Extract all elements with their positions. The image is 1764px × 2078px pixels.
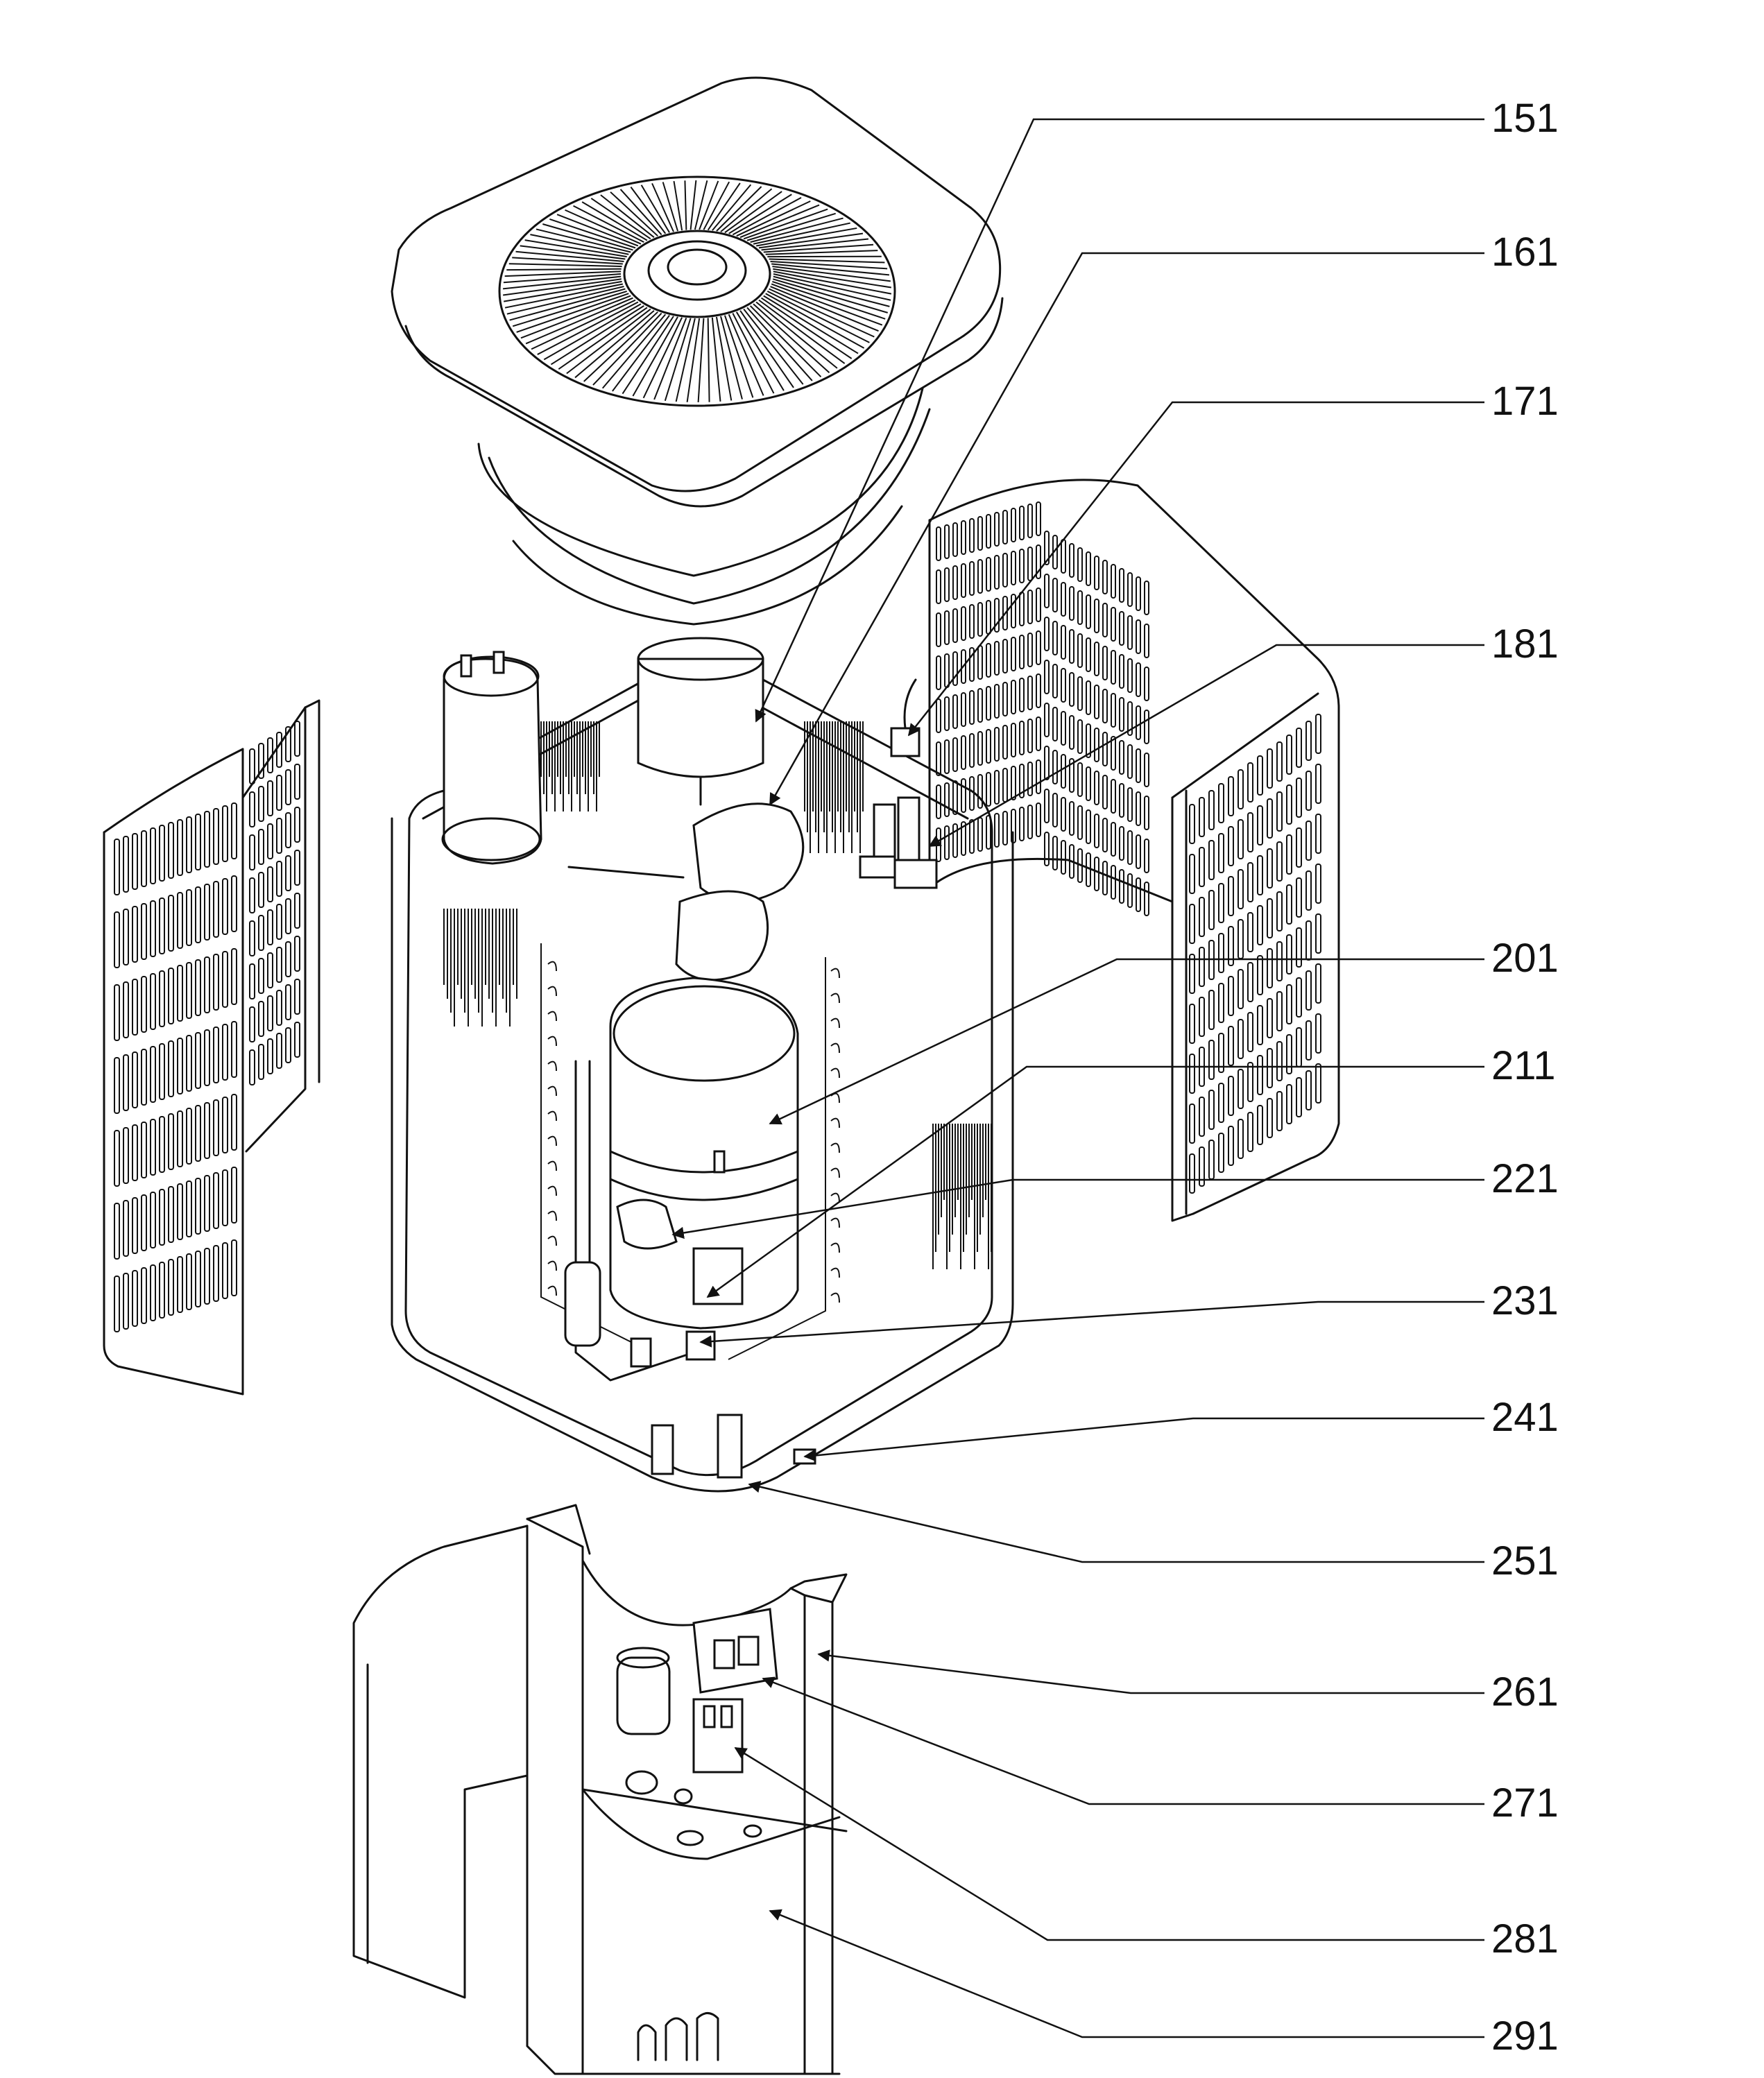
callout-label-291: 291 (1491, 2013, 1559, 2059)
callout-label-201: 201 (1491, 936, 1559, 981)
compressor (609, 977, 799, 1330)
defrost-thermostat (890, 678, 920, 757)
callout-label-181: 181 (1491, 621, 1559, 667)
leader-lines (671, 118, 1484, 2038)
callout-label-251: 251 (1491, 1538, 1559, 1583)
fan-motor (637, 637, 764, 806)
callout-label-211: 211 (1491, 1043, 1555, 1088)
callout-label-271: 271 (1491, 1780, 1559, 1826)
callout-label-221: 221 (1491, 1156, 1559, 1201)
callout-label-171: 171 (1491, 379, 1559, 424)
right-coil-guard-panel (928, 479, 1340, 1222)
fan-grille-top (391, 76, 1004, 508)
accumulator (441, 651, 542, 865)
contactor (692, 1698, 744, 1774)
callout-label-261: 261 (1491, 1669, 1559, 1715)
refrigerant-tubing (564, 1060, 716, 1382)
left-coil-guard-panel (103, 699, 320, 1396)
callout-label-161: 161 (1491, 230, 1559, 275)
run-capacitor (616, 1647, 671, 1735)
muffler-components (567, 802, 805, 981)
reversing-valve (859, 796, 938, 889)
fan-shroud (477, 387, 931, 626)
callout-label-241: 241 (1491, 1395, 1559, 1440)
control-access-panel (352, 1504, 848, 2075)
defrost-control-board (692, 1608, 778, 1694)
callout-label-281: 281 (1491, 1916, 1559, 1961)
callout-label-151: 151 (1491, 96, 1559, 141)
callout-label-231: 231 (1491, 1278, 1559, 1323)
